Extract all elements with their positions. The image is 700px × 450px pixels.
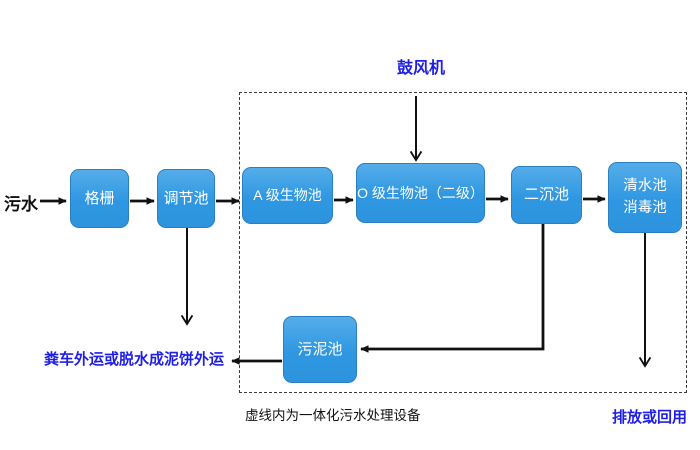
node-regulating-tank: 调节池 (157, 169, 215, 228)
blower-label: 鼓风机 (397, 60, 446, 77)
node-disinfection-label: 消毒池 (623, 199, 667, 216)
node-secondary-sedimentation-tank: 二沉池 (511, 166, 582, 224)
boundary-caption-label: 虚线内为一体化污水处理设备 (245, 408, 421, 423)
node-sludge-tank-label: 污泥池 (297, 340, 343, 358)
discharge-or-reuse-label: 排放或回用 (612, 409, 688, 426)
node-regulating-tank-label: 调节池 (163, 189, 209, 207)
node-clear-water-label: 清水池 (623, 178, 667, 195)
node-a-bio-tank: A 级生物池 (242, 167, 333, 224)
node-o-bio-tank-label: O 级生物池（二级） (357, 184, 484, 201)
node-grille: 格栅 (70, 169, 129, 228)
main-flow-arrows (40, 195, 606, 365)
node-secondary-sedimentation-tank-label: 二沉池 (523, 186, 569, 204)
node-clear-water-disinfection-tank: 清水池 消毒池 (608, 162, 682, 233)
node-sludge-tank: 污泥池 (283, 316, 357, 383)
equipment-boundary-dashed-box (239, 92, 687, 393)
node-grille-label: 格栅 (84, 189, 115, 207)
node-a-bio-tank-label: A 级生物池 (253, 187, 322, 204)
secondary-flow-arrows (187, 96, 645, 365)
node-o-bio-tank: O 级生物池（二级） (356, 163, 485, 223)
sludge-outhaul-label: 粪车外运或脱水成泥饼外运 (44, 351, 225, 368)
arrow-secsed-to-sludge (360, 224, 545, 353)
influent-label: 污水 (4, 195, 38, 214)
